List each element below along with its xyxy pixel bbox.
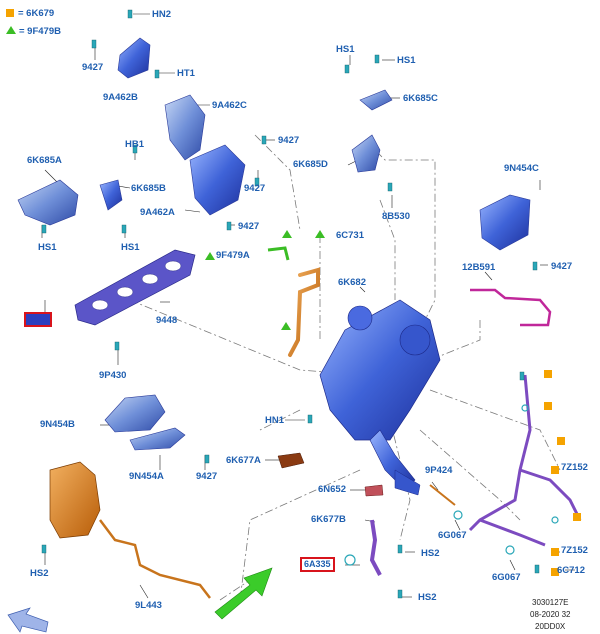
label-6k685a: 6K685A <box>27 155 62 166</box>
label-9f479a: 9F479A <box>216 250 250 261</box>
label-9p424: 9P424 <box>425 465 453 476</box>
label-9448: 9448 <box>156 315 178 326</box>
heat-shield-9n454c <box>479 194 531 251</box>
label-12b591: 12B591 <box>462 262 496 273</box>
label-6k685c: 6K685C <box>403 93 438 104</box>
heat-shield-9n454b <box>104 394 166 433</box>
label-hs1-r1: HS1 <box>336 44 355 55</box>
label-6g067-b: 6G067 <box>492 572 521 583</box>
reference-date: 08-2020 32 <box>530 610 571 619</box>
oil-drain-9p424 <box>429 484 456 506</box>
label-6k677b: 6K677B <box>311 514 346 525</box>
washers <box>344 404 559 566</box>
legend-item-green: = 9F479B <box>6 26 61 37</box>
highlighted-part-9448: 9448 <box>24 312 53 327</box>
label-6k682: 6K682 <box>338 277 366 288</box>
label-9427-d: 9427 <box>238 221 260 232</box>
bracket-6k685c <box>359 89 393 111</box>
oil-return-6n652 <box>364 484 384 497</box>
label-hs2-left: HS2 <box>30 568 49 579</box>
label-9427-a: 9427 <box>82 62 104 73</box>
label-6c712: 6C712 <box>557 565 585 576</box>
label-hs1-left: HS1 <box>38 242 57 253</box>
heat-shield-9a462c <box>164 94 206 161</box>
heat-shield-9a462a <box>189 144 246 216</box>
oil-pipe-orange <box>288 267 320 357</box>
coolant-lines-purple <box>468 374 582 547</box>
manifold-gasket-9448 <box>74 249 196 326</box>
heat-shield-9n454a <box>129 427 186 451</box>
label-6g067-a: 6G067 <box>438 530 467 541</box>
heat-shield-top <box>117 37 151 79</box>
legend-text: = 6K679 <box>18 8 55 19</box>
label-9a462c: 9A462C <box>212 100 247 111</box>
coolant-pipe-6k677b <box>369 519 382 576</box>
orange-square-markers <box>544 370 581 576</box>
label-hb1: HB1 <box>125 139 145 150</box>
label-9427-c: 9427 <box>244 183 266 194</box>
orange-square-icon <box>6 9 14 17</box>
label-9n454b: 9N454B <box>40 419 75 430</box>
oil-feed-pipe-green <box>267 246 290 261</box>
label-7z152-b: 7Z152 <box>561 545 588 556</box>
reference-model: 20DD0X <box>535 622 566 631</box>
label-7z152-a: 7Z152 <box>561 462 588 473</box>
bracket-6k685a <box>17 179 79 226</box>
label-hn2-top: HN2 <box>152 9 172 20</box>
label-9l443: 9L443 <box>135 600 162 611</box>
label-hs2-mid: HS2 <box>421 548 440 559</box>
highlighted-part-6a335: 6A335 <box>300 557 335 572</box>
label-9427-e: 9427 <box>551 261 573 272</box>
navigation-arrow-icon <box>7 607 49 633</box>
label-9p430: 9P430 <box>99 370 127 381</box>
label-6n652: 6N652 <box>318 484 346 495</box>
bracket-6k685b <box>99 179 123 211</box>
label-hs2-bottom: HS2 <box>418 592 437 603</box>
label-8b530: 8B530 <box>382 211 410 222</box>
label-9a462b: 9A462B <box>103 92 138 103</box>
pointer-arrow-green <box>214 567 273 620</box>
green-triangle-icon <box>6 26 16 34</box>
legend-text: = 9F479B <box>19 26 61 37</box>
turbocharger-assembly <box>319 299 441 496</box>
label-hn1: HN1 <box>265 415 285 426</box>
label-9n454c: 9N454C <box>504 163 539 174</box>
bracket-6k685d <box>351 134 381 173</box>
label-ht1: HT1 <box>177 68 195 79</box>
gasket-6k677a <box>277 452 305 469</box>
legend-item-orange: = 6K679 <box>6 8 54 19</box>
fasteners <box>41 9 540 599</box>
label-hs1-mid: HS1 <box>121 242 140 253</box>
label-6k677a: 6K677A <box>226 455 261 466</box>
label-6k685d: 6K685D <box>293 159 328 170</box>
label-6c731: 6C731 <box>336 230 364 241</box>
label-9a462a: 9A462A <box>140 207 175 218</box>
label-6k685b: 6K685B <box>131 183 166 194</box>
vacuum-hose-magenta <box>470 288 552 327</box>
green-triangle-markers <box>205 230 325 330</box>
label-9427-b: 9427 <box>278 135 300 146</box>
reference-code: 3030127E <box>532 598 569 607</box>
label-9n454a: 9N454A <box>129 471 164 482</box>
bracket-assembly-orange <box>49 461 211 599</box>
label-hs1-r2: HS1 <box>397 55 416 66</box>
label-9427-f: 9427 <box>196 471 218 482</box>
